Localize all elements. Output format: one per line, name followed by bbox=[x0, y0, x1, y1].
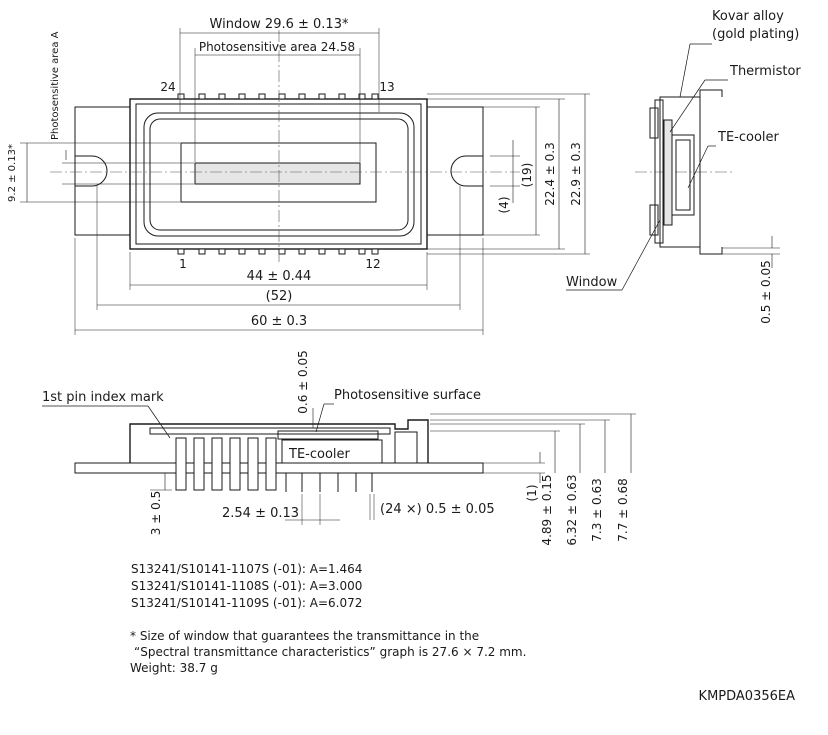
pin-13-label: 13 bbox=[379, 80, 394, 94]
pin-1-label: 1 bbox=[179, 257, 187, 271]
dim-4-89-label: 4.89 ± 0.15 bbox=[540, 474, 554, 545]
dim-2-54-label: 2.54 ± 0.13 bbox=[222, 506, 299, 521]
front-view: TE-cooler 0.6 ± 0.05 Photosensitive surf… bbox=[42, 350, 636, 546]
photosensitive-area-dim-label: Photosensitive area 24.58 bbox=[199, 40, 355, 54]
model-1107s: S13241/S10141-1107S (-01): A=1.464 bbox=[131, 562, 362, 576]
dim-7-7-label: 7.7 ± 0.68 bbox=[616, 478, 630, 542]
notes: * Size of window that guarantees the tra… bbox=[130, 629, 526, 675]
left-flange-notch bbox=[75, 155, 108, 187]
photosensitive-area-a-label: Photosensitive area A bbox=[50, 31, 61, 140]
dim-22-4-label: 22.4 ± 0.3 bbox=[543, 142, 557, 206]
dim-60-label: 60 ± 0.3 bbox=[251, 314, 307, 329]
dim-52-label: (52) bbox=[266, 289, 293, 304]
side-window-label: Window bbox=[566, 275, 618, 290]
dim-6-32-label: 6.32 ± 0.63 bbox=[565, 474, 579, 545]
top-view: Window 29.6 ± 0.13* Photosensitive area … bbox=[7, 17, 590, 335]
front-tecooler bbox=[281, 439, 383, 464]
dim-0-6-label: 0.6 ± 0.05 bbox=[296, 350, 310, 414]
drawing-code: KMPDA0356EA bbox=[699, 689, 796, 704]
dim-7-3-label: 7.3 ± 0.63 bbox=[590, 478, 604, 542]
note-line-2: “Spectral transmittance characteristics”… bbox=[134, 645, 526, 659]
dim-4-label: (4) bbox=[497, 197, 511, 214]
dim-22-9-label: 22.9 ± 0.3 bbox=[569, 142, 583, 206]
model-1109s: S13241/S10141-1109S (-01): A=6.072 bbox=[131, 596, 362, 610]
pin-24-label: 24 bbox=[160, 80, 175, 94]
chip bbox=[180, 142, 377, 203]
pin-index-mark-label: 1st pin index mark bbox=[42, 390, 164, 405]
front-pins bbox=[175, 437, 373, 492]
kovar-label-line1: Kovar alloy bbox=[712, 9, 784, 24]
model-1108s: S13241/S10141-1108S (-01): A=3.000 bbox=[131, 579, 362, 593]
dim-9-2-label: 9.2 ± 0.13* bbox=[7, 144, 18, 202]
dim-44-label: 44 ± 0.44 bbox=[247, 269, 312, 284]
front-base-plate bbox=[74, 462, 484, 474]
side-view: Kovar alloy (gold plating) Thermistor TE… bbox=[566, 9, 801, 324]
model-list: S13241/S10141-1107S (-01): A=1.464 S1324… bbox=[131, 562, 362, 610]
front-photosensitive-surface bbox=[277, 430, 379, 440]
right-flange-notch bbox=[450, 155, 483, 187]
photosensitive-surface-label: Photosensitive surface bbox=[334, 388, 481, 403]
pin-12-label: 12 bbox=[365, 257, 380, 271]
top-pins bbox=[177, 93, 379, 100]
right-flange bbox=[427, 106, 484, 236]
photosensitive-area bbox=[194, 162, 361, 185]
weight-note: Weight: 38.7 g bbox=[130, 661, 218, 675]
thermistor-label: Thermistor bbox=[729, 64, 801, 79]
front-tecooler-label: TE-cooler bbox=[288, 447, 351, 462]
dim-3-label: 3 ± 0.5 bbox=[149, 491, 163, 535]
note-line-1: * Size of window that guarantees the tra… bbox=[130, 629, 479, 643]
front-package bbox=[129, 419, 429, 463]
window-dim-label: Window 29.6 ± 0.13* bbox=[210, 17, 349, 32]
dim-0-5-label: 0.5 ± 0.05 bbox=[759, 260, 773, 324]
left-flange bbox=[74, 106, 130, 236]
package-inner bbox=[135, 103, 422, 245]
side-tecooler-label: TE-cooler bbox=[717, 130, 780, 145]
dim-1-label: (1) bbox=[525, 485, 539, 502]
dim-pins-label: (24 ×) 0.5 ± 0.05 bbox=[380, 502, 495, 517]
kovar-label-line2: (gold plating) bbox=[712, 27, 799, 42]
dim-19-label: (19) bbox=[520, 163, 534, 188]
bottom-pins bbox=[177, 248, 379, 255]
